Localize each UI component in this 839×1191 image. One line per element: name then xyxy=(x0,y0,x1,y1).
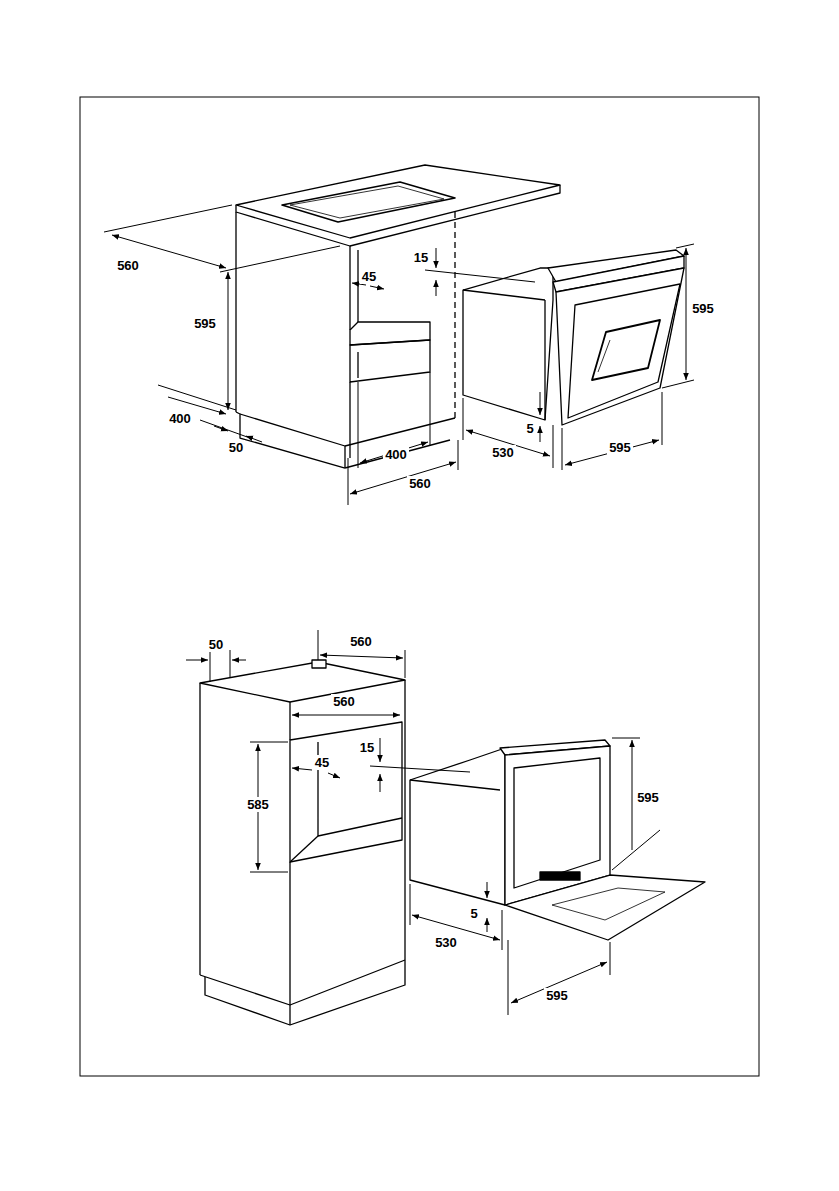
dimension-label: 50 xyxy=(207,637,225,652)
dimension-label: 560 xyxy=(407,476,433,491)
dimension-label: 5 xyxy=(468,906,479,921)
dimension-label: 595 xyxy=(607,440,633,455)
bottom-oven xyxy=(410,740,705,940)
dimension-label: 45 xyxy=(360,269,378,284)
top-oven xyxy=(463,250,684,425)
bottom-cabinet xyxy=(200,660,405,1025)
dimension-label: 595 xyxy=(635,790,661,805)
dimension-label: 15 xyxy=(358,740,376,755)
dimension-label: 560 xyxy=(348,634,374,649)
dimension-label: 595 xyxy=(544,988,570,1003)
dimension-label: 530 xyxy=(433,935,459,950)
dimension-label: 530 xyxy=(490,445,516,460)
dimension-label: 560 xyxy=(331,694,357,709)
dimension-label: 400 xyxy=(167,411,193,426)
dimension-label: 560 xyxy=(115,258,141,273)
page-frame xyxy=(80,97,759,1076)
dimension-label: 400 xyxy=(383,447,409,462)
top-cabinet xyxy=(236,165,560,468)
dimension-label: 595 xyxy=(192,316,218,331)
dimension-label: 5 xyxy=(524,421,535,436)
dimension-label: 50 xyxy=(227,440,245,455)
dimension-label: 45 xyxy=(313,755,331,770)
bottom-dimensions xyxy=(186,630,660,1015)
top-dimensions xyxy=(104,205,694,505)
dimension-label: 15 xyxy=(412,250,430,265)
dimension-label: 595 xyxy=(690,301,716,316)
dimension-label: 585 xyxy=(245,797,271,812)
